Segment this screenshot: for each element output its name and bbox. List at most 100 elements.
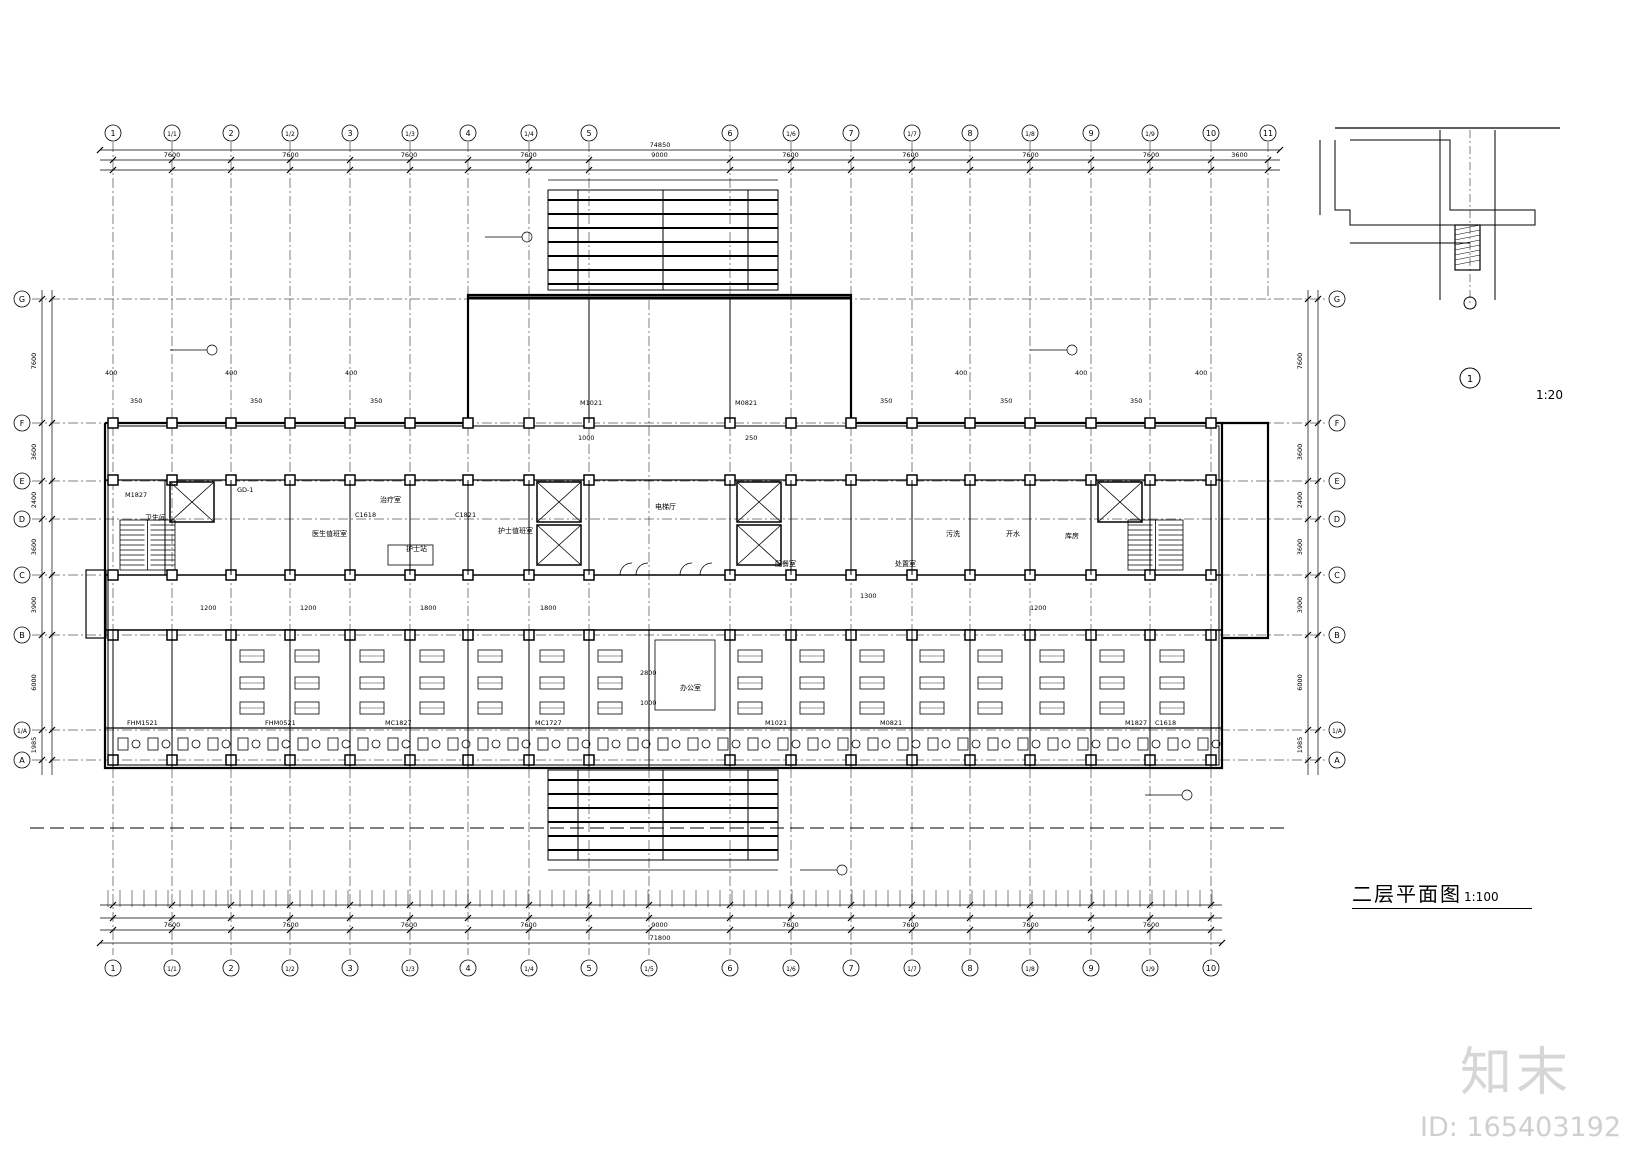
grid-bubble-circle bbox=[163, 124, 181, 142]
grid-bubble-label: 3 bbox=[347, 129, 352, 138]
dimension-tick bbox=[464, 914, 472, 922]
washbasin bbox=[701, 739, 711, 749]
grid-bubble-top: 1/9 bbox=[1141, 124, 1159, 142]
washbasin bbox=[821, 739, 831, 749]
dimension-annotation: 350 bbox=[370, 397, 382, 405]
grid-bubble-bottom: 1/5 bbox=[640, 959, 658, 977]
grid-bubble-circle bbox=[1328, 626, 1346, 644]
washbasin bbox=[791, 739, 801, 749]
dimension-tick bbox=[48, 756, 56, 764]
grid-bubble-label: 1/1 bbox=[167, 966, 177, 973]
detail-ref-bubble bbox=[1459, 367, 1481, 389]
dimension-tick bbox=[1264, 166, 1272, 174]
washbasin bbox=[611, 739, 621, 749]
room-label: 治疗室 bbox=[380, 495, 401, 504]
grid-bubble-label: 10 bbox=[1206, 129, 1216, 138]
grid-bubble-circle bbox=[961, 959, 979, 977]
washbasin bbox=[581, 739, 591, 749]
detail-hatch bbox=[1454, 259, 1481, 266]
toilet bbox=[1017, 737, 1029, 751]
grid-bubble-label: 9 bbox=[1088, 129, 1093, 138]
dimension-tick bbox=[346, 926, 354, 934]
room-label: 电梯厅 bbox=[655, 502, 676, 511]
dimension-tick bbox=[645, 926, 653, 934]
grid-bubble-top: 1/2 bbox=[281, 124, 299, 142]
detail-ref-number: 1 bbox=[1467, 374, 1473, 385]
toilet bbox=[327, 737, 339, 751]
room-label: 护士站 bbox=[406, 544, 427, 553]
south-pergola bbox=[547, 769, 779, 861]
left-row-dimension-text: 2400 bbox=[30, 492, 38, 509]
door-tag: MC1727 bbox=[535, 719, 562, 727]
grid-bubble-circle bbox=[13, 751, 31, 769]
door-swing bbox=[679, 562, 693, 576]
washbasin bbox=[191, 739, 201, 749]
dimension-tick bbox=[168, 901, 176, 909]
dimension-tick bbox=[966, 166, 974, 174]
dimension-tick bbox=[48, 515, 56, 523]
top-dimension-text: 3600 bbox=[1231, 151, 1248, 159]
grid-bubble-circle bbox=[1202, 959, 1220, 977]
grid-bubble-bottom: 1/9 bbox=[1141, 959, 1159, 977]
grid-bubble-bottom: 1/7 bbox=[903, 959, 921, 977]
grid-bubble-label: 1/8 bbox=[1025, 131, 1035, 138]
dimension-tick bbox=[48, 571, 56, 579]
grid-bubble-top: 5 bbox=[580, 124, 598, 142]
dimension-tick bbox=[227, 901, 235, 909]
dimension-tick bbox=[726, 926, 734, 934]
grid-bubble-circle bbox=[222, 959, 240, 977]
grid-bubble-label: 5 bbox=[586, 964, 591, 973]
grid-bubble-circle bbox=[281, 959, 299, 977]
dimension-annotation: 400 bbox=[105, 369, 117, 377]
grid-bubble-left: G bbox=[13, 290, 31, 308]
grid-bubble-label: 2 bbox=[228, 129, 233, 138]
dimension-tick bbox=[1026, 914, 1034, 922]
dimension-tick bbox=[787, 914, 795, 922]
dimension-tick bbox=[38, 631, 46, 639]
elevator-car bbox=[1097, 481, 1143, 523]
washbasin bbox=[491, 739, 501, 749]
top-dimension-text: 7600 bbox=[401, 151, 418, 159]
dimension-tick bbox=[406, 166, 414, 174]
bottom-dimension-text: 7600 bbox=[902, 921, 919, 929]
title-underline bbox=[1352, 908, 1532, 909]
grid-bubble-label: 7 bbox=[848, 129, 853, 138]
detail-hatch bbox=[1454, 249, 1481, 256]
grid-bubble-circle bbox=[13, 566, 31, 584]
grid-bubble-circle bbox=[1259, 124, 1277, 142]
dimension-annotation: 400 bbox=[225, 369, 237, 377]
structural-column bbox=[225, 417, 237, 429]
grid-bubble-circle bbox=[13, 472, 31, 490]
dimension-tick bbox=[908, 914, 916, 922]
grid-bubble-right: A bbox=[1328, 751, 1346, 769]
grid-bubble-circle bbox=[13, 290, 31, 308]
callout-bubble bbox=[1181, 789, 1193, 801]
dimension-tick bbox=[1087, 156, 1095, 164]
right-row-dimension-text: 3600 bbox=[1296, 444, 1304, 461]
dimension-annotation: 1300 bbox=[860, 592, 877, 600]
toilet bbox=[987, 737, 999, 751]
grid-bubble-bottom: 10 bbox=[1202, 959, 1220, 977]
structural-column bbox=[785, 417, 797, 429]
grid-bubble-bottom: 5 bbox=[580, 959, 598, 977]
grid-bubble-circle bbox=[1328, 751, 1346, 769]
grid-bubble-circle bbox=[1021, 124, 1039, 142]
grid-bubble-right: F bbox=[1328, 414, 1346, 432]
grid-bubble-label: F bbox=[1335, 419, 1340, 428]
bottom-dimension-text: 7600 bbox=[401, 921, 418, 929]
washbasin bbox=[911, 739, 921, 749]
washbasin bbox=[1211, 739, 1221, 749]
dimension-tick bbox=[585, 914, 593, 922]
grid-bubble-right: 1/A bbox=[1328, 721, 1346, 739]
dimension-tick bbox=[1304, 756, 1312, 764]
grid-bubble-label: F bbox=[20, 419, 25, 428]
detail-hatch bbox=[1454, 254, 1481, 261]
bottom-dimension-text: 7600 bbox=[1022, 921, 1039, 929]
dimension-tick bbox=[48, 419, 56, 427]
dimension-tick bbox=[109, 914, 117, 922]
dimension-tick bbox=[227, 156, 235, 164]
grid-bubble-top: 6 bbox=[721, 124, 739, 142]
structural-column bbox=[107, 569, 119, 581]
top-dimension-text: 9000 bbox=[651, 151, 668, 159]
